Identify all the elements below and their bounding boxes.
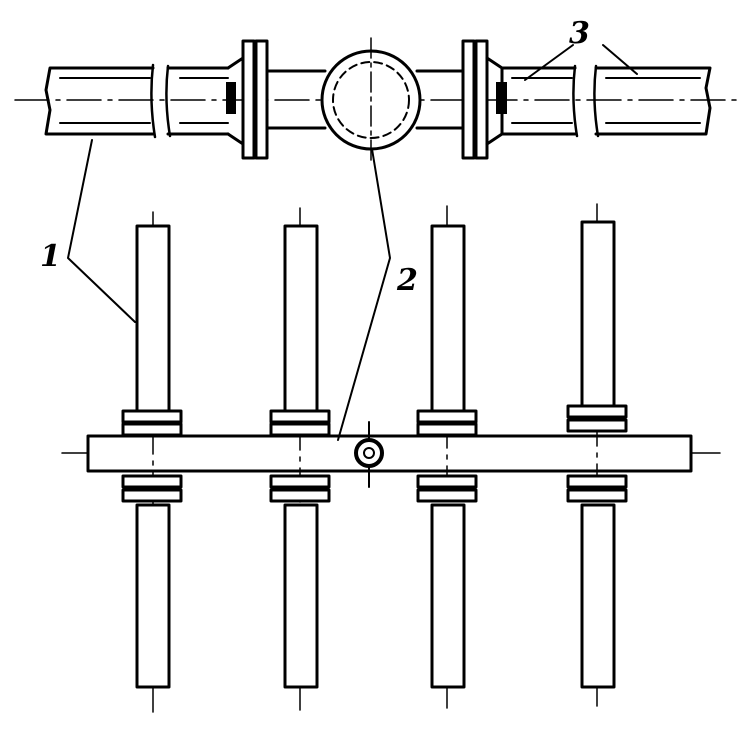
leader-lines [67, 44, 638, 441]
top-pipe-left-segment-2 [165, 64, 230, 138]
top-pipe-left-segment [44, 63, 157, 139]
branch-pipe-3 [416, 205, 478, 713]
top-pipe-right-segment-2 [593, 64, 712, 138]
callout-label-1: 1 [40, 239, 61, 274]
top-left-flange [241, 39, 269, 160]
plan-view [61, 203, 726, 713]
top-view [14, 37, 739, 163]
top-right-flange [461, 39, 489, 160]
branch-pipe-4 [566, 203, 628, 713]
leader-line-1 [67, 139, 136, 323]
top-pipe-right-segment [500, 64, 579, 138]
header-pipe [86, 434, 693, 473]
top-right-reducer [485, 56, 507, 146]
top-left-reducer [226, 56, 245, 146]
collector-tee [320, 37, 422, 163]
branch-pipe-2 [269, 207, 331, 713]
leader-line-3b [602, 44, 638, 75]
leader-line-2 [337, 148, 391, 441]
leader-line-3a [524, 44, 574, 81]
branch-pipe-1 [121, 211, 183, 713]
header-fitting [354, 421, 384, 488]
callout-label-3: 3 [569, 16, 590, 51]
callout-label-2: 2 [396, 263, 418, 298]
